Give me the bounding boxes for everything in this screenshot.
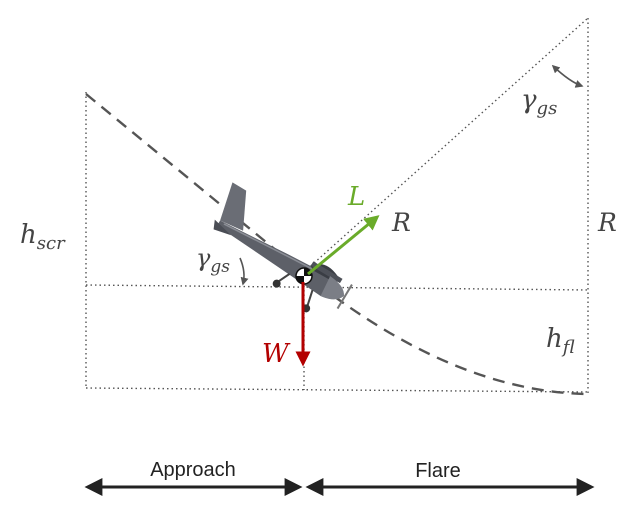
bottom-dotted-line — [85, 387, 591, 393]
lift-vector-arrow — [307, 215, 380, 276]
flare-label: Flare — [415, 460, 461, 482]
flight-path-dashed — [85, 93, 589, 396]
radius-label-right: R — [597, 208, 617, 237]
gamma-gs-label-top: γgs — [521, 85, 557, 119]
h-scr-label: hscr — [20, 220, 66, 254]
aircraft-icon — [213, 182, 353, 313]
gamma-gs-label-aircraft: γgs — [196, 244, 230, 277]
gamma-angle-arc-top — [551, 64, 584, 88]
gamma-angle-arc-aircraft — [239, 257, 249, 286]
radius-line — [303, 17, 589, 273]
h-fl-label: hfl — [546, 324, 575, 358]
lift-label: L — [347, 182, 365, 212]
center-of-gravity-icon — [295, 267, 313, 285]
approach-label: Approach — [150, 459, 236, 481]
weight-label: W — [262, 339, 291, 369]
construction-lines — [85, 17, 591, 393]
radius-label-center: R — [391, 208, 411, 237]
